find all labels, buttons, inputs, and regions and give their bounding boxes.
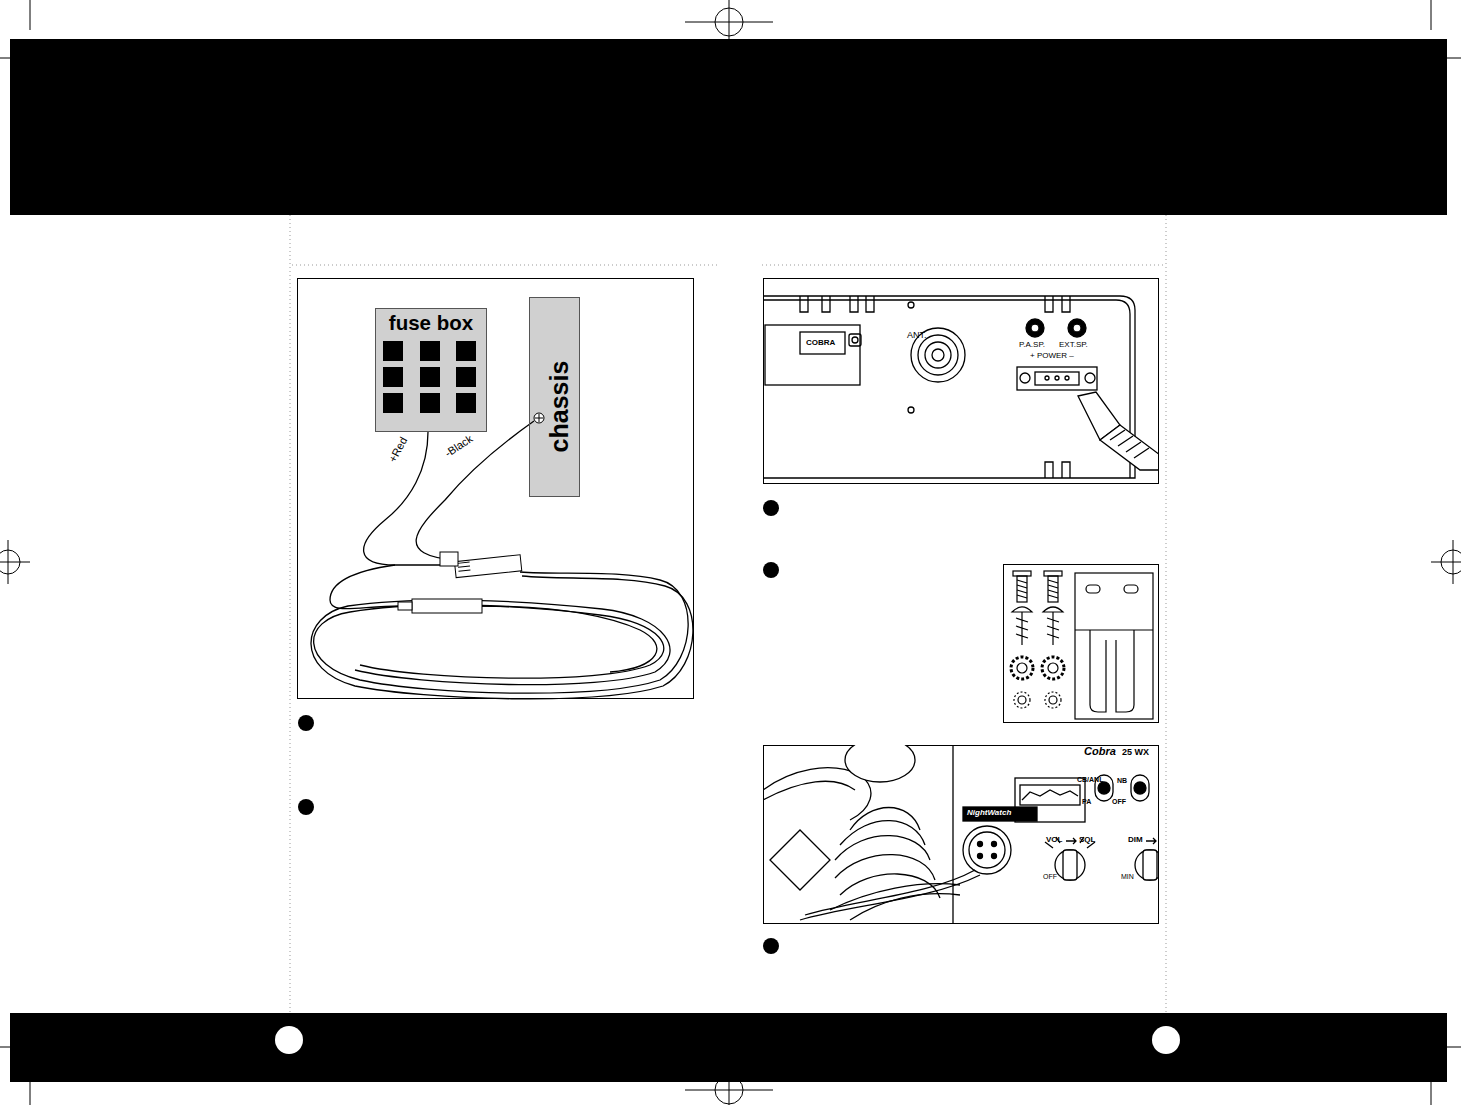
jack-label: P.A.SP. xyxy=(1019,341,1045,349)
knob-label: OFF xyxy=(1043,873,1057,880)
jack-label: EXT.SP. xyxy=(1059,341,1088,349)
switch-label: CB/ANL xyxy=(1077,776,1103,783)
model-number: 25 WX xyxy=(1122,748,1149,757)
switch-label: NB xyxy=(1117,777,1127,784)
knob-label: MIN xyxy=(1121,873,1134,880)
box-label: fuse box xyxy=(376,313,486,334)
box-label: chassis xyxy=(547,360,572,452)
connector-label: ANT. xyxy=(907,331,927,340)
brand-logo: Cobra xyxy=(1084,746,1116,757)
brand-badge: NightWatch xyxy=(966,809,1012,817)
knob-label: SQL xyxy=(1079,836,1095,844)
chassis-panel: chassis xyxy=(529,297,580,497)
wire-label: +Red xyxy=(387,435,409,464)
fuse-box: fuse box xyxy=(375,308,487,432)
power-label: + POWER – xyxy=(1030,352,1074,360)
brand-tag: COBRA xyxy=(806,339,835,347)
knob-label: DIM xyxy=(1128,836,1143,844)
switch-label: PA xyxy=(1082,798,1091,805)
wire-label: -Black xyxy=(443,433,475,459)
switch-label: OFF xyxy=(1112,798,1126,805)
knob-label: VOL xyxy=(1046,836,1062,844)
